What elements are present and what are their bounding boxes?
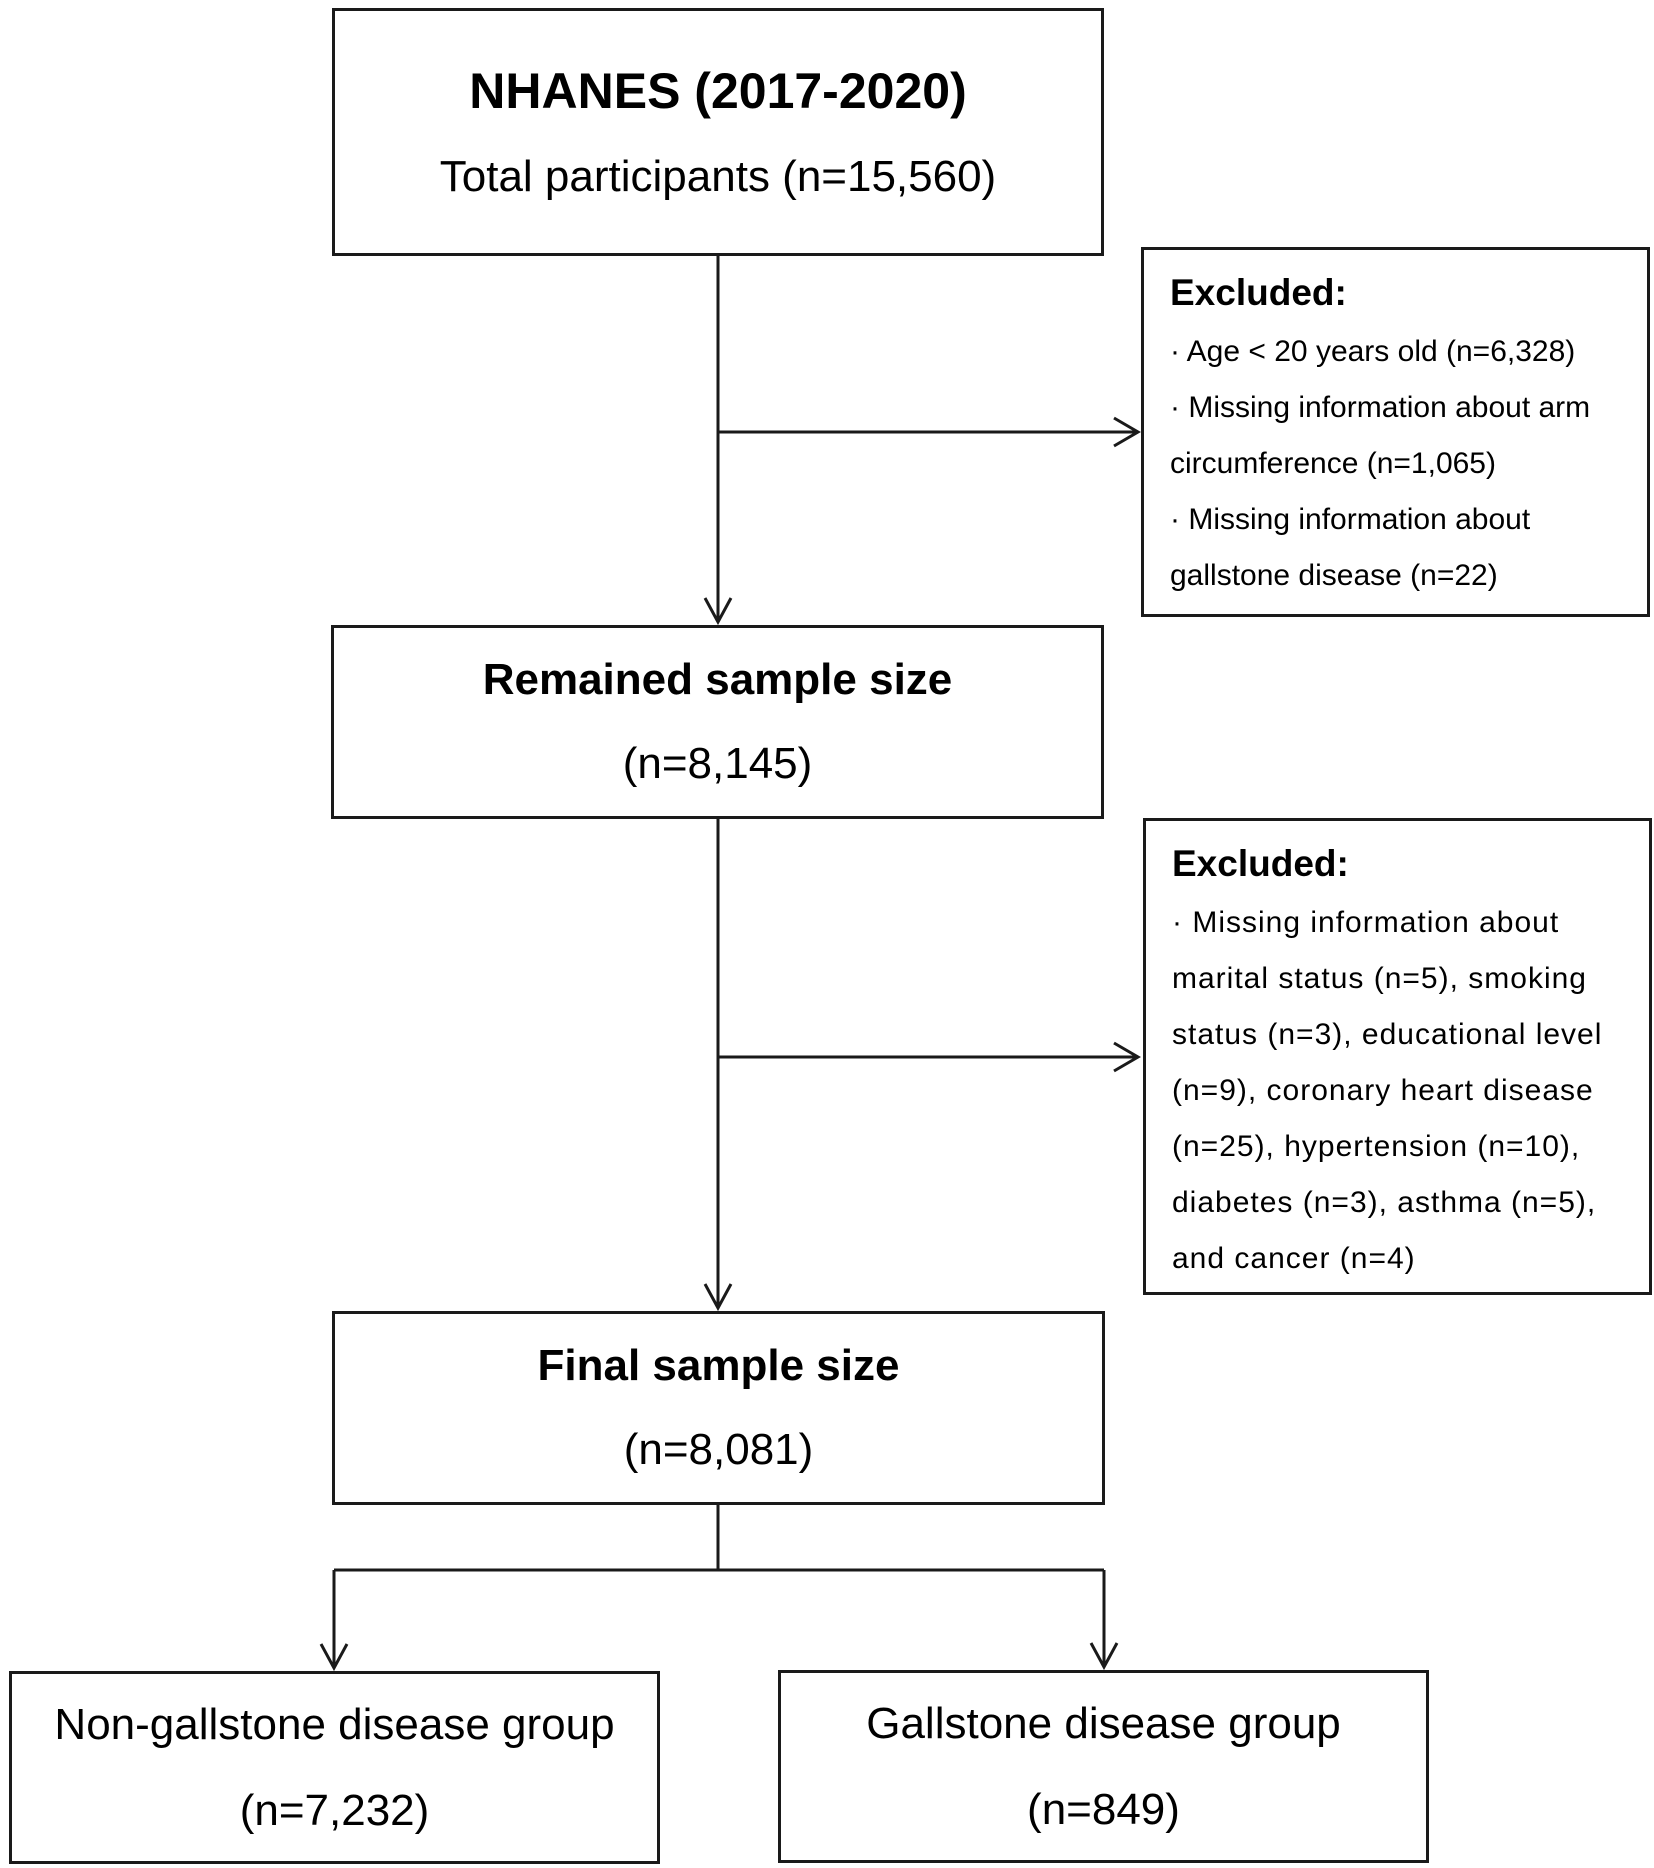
final-title: Final sample size: [537, 1341, 900, 1390]
exclusion2-line: marital status (n=5), smoking: [1172, 962, 1587, 995]
exclusion2-line: status (n=3), educational level: [1172, 1018, 1603, 1051]
non-gallstone-group-box: Non-gallstone disease group (n=7,232): [9, 1671, 660, 1864]
remained-count: (n=8,145): [622, 739, 813, 788]
exclusion1-line: · Missing information about: [1170, 503, 1531, 536]
arrowhead-to-gallstone: [1089, 1642, 1119, 1671]
exclusion1-line: gallstone disease (n=22): [1170, 559, 1498, 592]
gallstone-label: Gallstone disease group: [866, 1698, 1341, 1748]
exclusion2-line: (n=9), coronary heart disease: [1172, 1074, 1594, 1107]
exclusion1-line: · Age < 20 years old (n=6,328): [1170, 335, 1576, 368]
arrowhead-to-final: [703, 1283, 733, 1312]
exclusion2-title: Excluded:: [1172, 843, 1349, 884]
final-count: (n=8,081): [623, 1425, 814, 1474]
exclusion1-line: circumference (n=1,065): [1170, 447, 1496, 480]
exclusion2-line: · Missing information about: [1172, 906, 1560, 939]
non-gallstone-label: Non-gallstone disease group: [54, 1699, 615, 1749]
non-gallstone-count: (n=7,232): [239, 1785, 430, 1835]
exclusion2-line: (n=25), hypertension (n=10),: [1172, 1130, 1581, 1163]
exclusion2-line: diabetes (n=3), asthma (n=5),: [1172, 1186, 1597, 1219]
exclusion-box-1: Excluded: · Age < 20 years old (n=6,328)…: [1141, 247, 1650, 617]
nhanes-total-participants: Total participants (n=15,560): [439, 152, 997, 201]
remained-sample-box: Remained sample size (n=8,145): [331, 625, 1104, 819]
gallstone-count: (n=849): [1027, 1784, 1180, 1834]
gallstone-group-box: Gallstone disease group (n=849): [778, 1670, 1429, 1863]
arrowhead-to-exclusion1: [1113, 416, 1141, 448]
remained-title: Remained sample size: [482, 655, 953, 704]
exclusion2-line: and cancer (n=4): [1172, 1242, 1416, 1275]
arrowhead-to-remained: [703, 597, 733, 626]
exclusion1-line: · Missing information about arm: [1170, 391, 1591, 424]
nhanes-box: NHANES (2017-2020) Total participants (n…: [332, 8, 1104, 256]
exclusion-box-2: Excluded: · Missing information about ma…: [1143, 818, 1652, 1295]
arrowhead-to-exclusion2: [1113, 1041, 1141, 1073]
nhanes-title: NHANES (2017-2020): [469, 63, 967, 119]
exclusion1-title: Excluded:: [1170, 272, 1347, 313]
final-sample-box: Final sample size (n=8,081): [332, 1311, 1105, 1505]
arrowhead-to-nongallstone: [319, 1643, 349, 1672]
